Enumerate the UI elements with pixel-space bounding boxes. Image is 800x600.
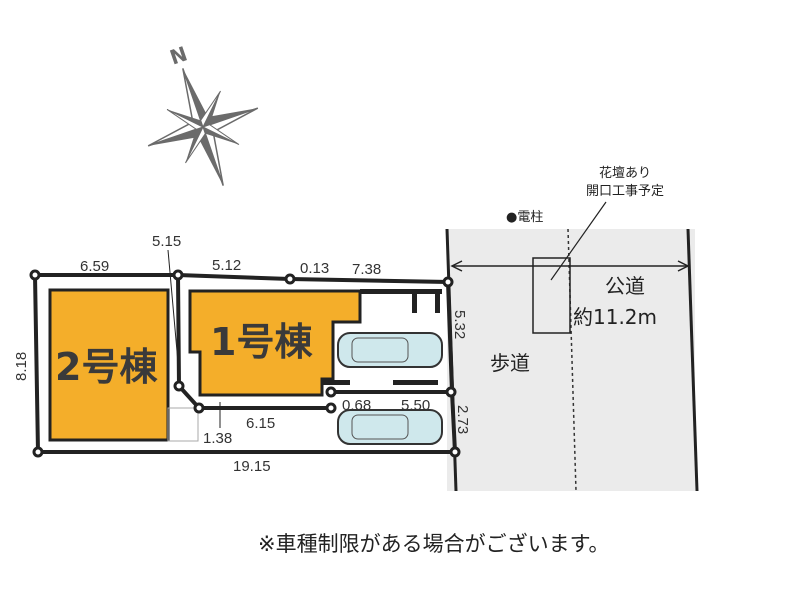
building-2-label: 2号棟: [55, 345, 158, 389]
dim-left: 8.18: [13, 352, 30, 381]
dim-top-mid: 5.12: [212, 257, 241, 274]
dim-leader: [167, 249, 181, 386]
lot-divider: [176, 274, 331, 410]
boundary-markers: [29, 269, 461, 458]
dim-inner-small: 0.68: [342, 397, 371, 414]
public-road-label: 公道: [605, 274, 645, 298]
dim-bottom: 19.15: [233, 458, 271, 475]
road-area: [447, 229, 695, 491]
flowerbed: [532, 257, 571, 334]
dim-inner-right: 5.50: [401, 397, 430, 414]
road-width-label: 約11.2m: [573, 305, 657, 329]
dim-inner-mid: 6.15: [246, 415, 275, 432]
dim-top-small: 0.13: [300, 260, 329, 277]
sidewalk-label: 歩道: [490, 351, 530, 375]
car-icon: [337, 332, 443, 368]
vehicle-restriction-note: ※車種制限がある場合がございます。: [258, 532, 610, 556]
flowerbed-work-label: 開口工事予定: [586, 184, 664, 199]
entry-step: [167, 407, 199, 442]
flowerbed-leader: [550, 201, 607, 281]
north-label: N: [167, 41, 191, 69]
dim-top-left: 6.59: [80, 258, 109, 275]
dim-right-lower: 2.73: [454, 405, 471, 434]
dim-inner-short: 1.38: [203, 430, 232, 447]
building-1: [188, 289, 362, 397]
dim-top-right: 7.38: [352, 261, 381, 278]
lot-boundary: [33, 273, 458, 454]
building-2: [48, 288, 170, 442]
road-edge-right: [686, 228, 699, 492]
dim-right-upper: 5.32: [451, 310, 468, 339]
compass-icon: [147, 68, 259, 186]
car-icon: [337, 409, 443, 445]
parking-walls: [322, 289, 442, 385]
dim-diagonal: 5.15: [152, 233, 181, 250]
utility-pole-label: ●電柱: [506, 210, 543, 225]
building-1-label: 1号棟: [210, 320, 313, 364]
flowerbed-label: 花壇あり: [599, 165, 651, 181]
